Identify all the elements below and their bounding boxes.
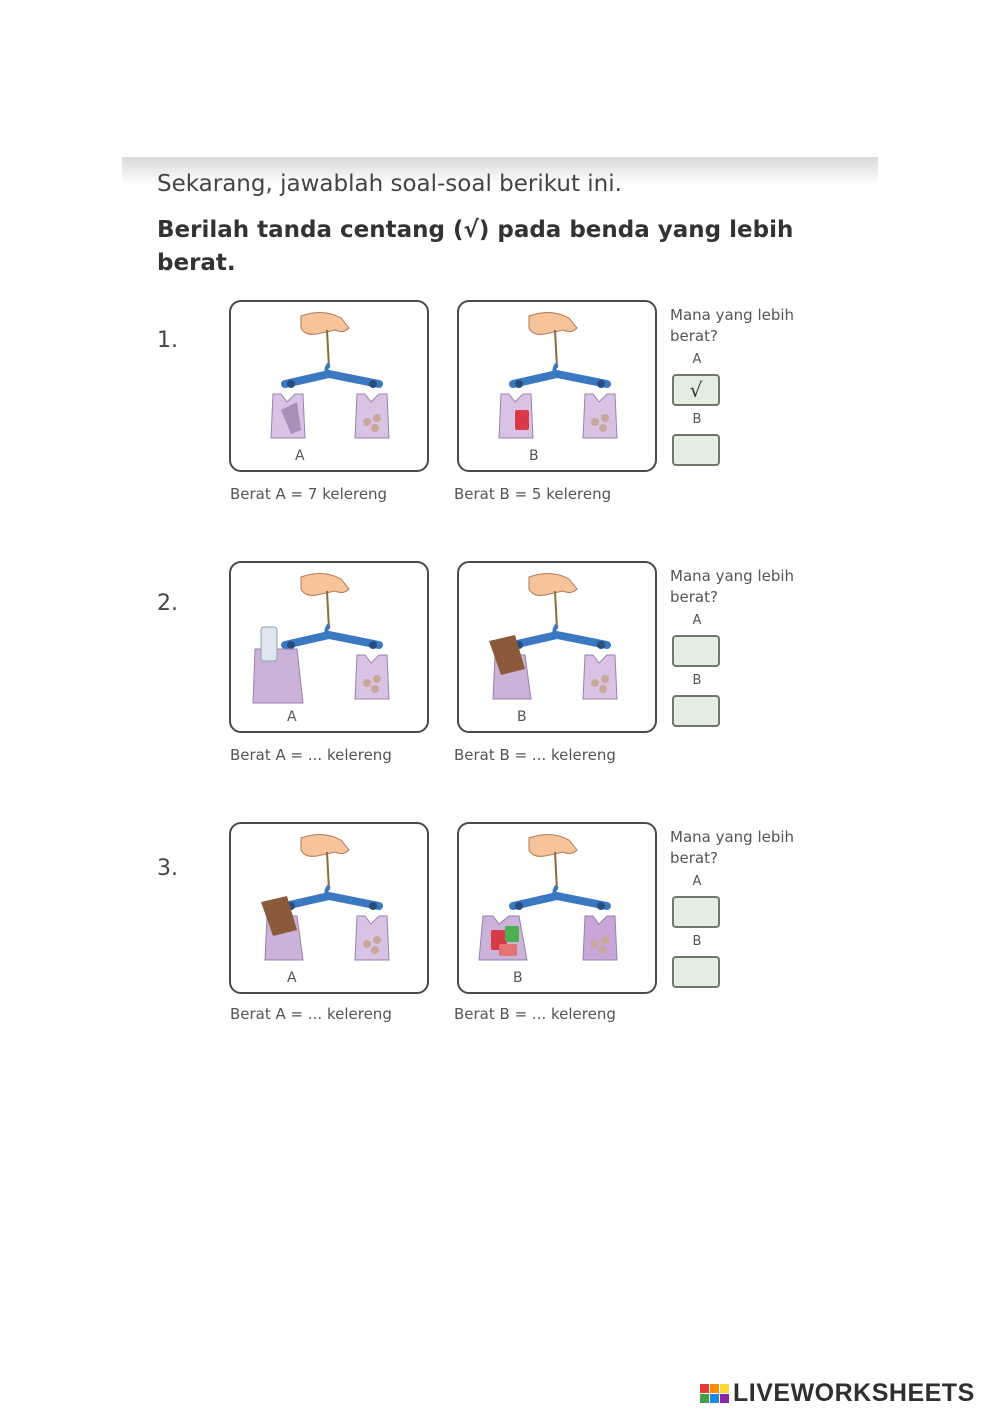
- question-2: 2. A B Berat A = ... kelereng: [0, 561, 1000, 801]
- weight-caption-b: Berat B = ... kelereng: [454, 746, 616, 764]
- option-label-a: A: [692, 352, 702, 367]
- panel-label: B: [513, 970, 523, 986]
- weight-caption-a: Berat A = ... kelereng: [230, 746, 392, 764]
- question-prompt: Mana yang lebih berat?: [670, 828, 795, 867]
- weight-caption-b: Berat B = ... kelereng: [454, 1005, 616, 1023]
- question-number: 3.: [157, 856, 178, 881]
- panel-a: A: [229, 822, 429, 994]
- question-3: 3. A B Berat A: [0, 822, 1000, 1062]
- panel-b: B: [457, 300, 657, 472]
- option-label-a: A: [692, 874, 702, 889]
- weight-caption-a: Berat A = ... kelereng: [230, 1005, 392, 1023]
- balance-hanger-illustration: [252, 573, 390, 704]
- panel-label: B: [529, 448, 539, 464]
- liveworksheets-logo: LIVEWORKSHEETS: [700, 1378, 975, 1408]
- question-prompt: Mana yang lebih berat?: [670, 306, 795, 345]
- panel-a: A: [229, 300, 429, 472]
- answer-box-a[interactable]: √: [672, 374, 720, 406]
- answer-box-a[interactable]: [672, 635, 720, 667]
- weight-caption-a: Berat A = 7 kelereng: [230, 485, 388, 503]
- instruction-text: Berilah tanda centang (√) pada benda yan…: [157, 217, 794, 276]
- intro-text: Sekarang, jawablah soal-soal berikut ini…: [157, 171, 622, 197]
- panel-label: A: [295, 448, 305, 464]
- option-label-b: B: [692, 673, 702, 688]
- panel-b: B: [457, 822, 657, 994]
- panel-label: B: [517, 709, 527, 725]
- question-prompt: Mana yang lebih berat?: [670, 567, 795, 606]
- balance-hanger-illustration: [261, 834, 390, 961]
- question-number: 2.: [157, 591, 178, 616]
- option-label-b: B: [692, 934, 702, 949]
- balance-hanger-illustration: [498, 312, 618, 439]
- answer-box-a[interactable]: [672, 896, 720, 928]
- balance-hanger-illustration: [270, 312, 390, 439]
- header-band: [122, 157, 878, 185]
- balance-hanger-illustration: [489, 573, 618, 700]
- answer-box-b[interactable]: [672, 956, 720, 988]
- panel-label: A: [287, 709, 297, 725]
- option-label-b: B: [692, 412, 702, 427]
- logo-text: LIVEWORKSHEETS: [733, 1378, 975, 1407]
- answer-box-b[interactable]: [672, 695, 720, 727]
- answer-box-b[interactable]: [672, 434, 720, 466]
- logo-mark-icon: [700, 1383, 729, 1403]
- panel-label: A: [287, 970, 297, 986]
- weight-caption-b: Berat B = 5 kelereng: [454, 485, 612, 503]
- option-label-a: A: [692, 613, 702, 628]
- question-1: 1. A B Berat A = 7 kelereng: [0, 300, 1000, 540]
- panel-a: A: [229, 561, 429, 733]
- panel-b: B: [457, 561, 657, 733]
- question-number: 1.: [157, 328, 178, 353]
- balance-hanger-illustration: [478, 834, 618, 961]
